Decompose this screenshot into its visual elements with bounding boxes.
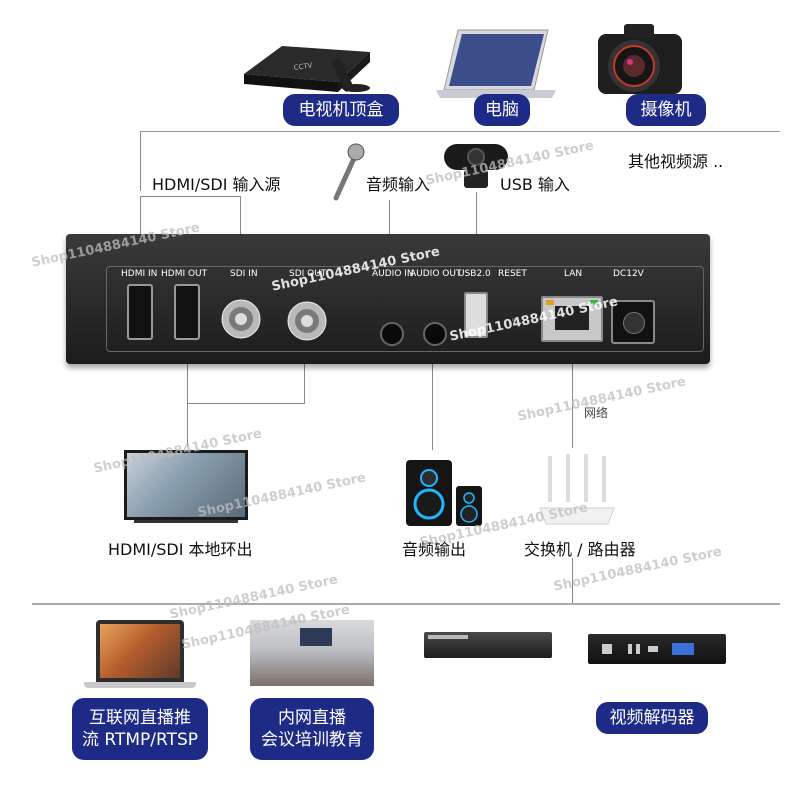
intranet-streaming-label: 内网直播 会议培训教育	[250, 698, 374, 760]
switch-router-label: 交换机 / 路由器	[524, 540, 636, 559]
microphone-icon	[333, 143, 365, 201]
port-label-audio-in: AUDIO IN	[372, 269, 414, 279]
connector-line	[304, 335, 305, 403]
port-label-reset: RESET	[498, 269, 527, 279]
connector-line	[572, 558, 573, 603]
audio-out-port	[423, 322, 447, 346]
bottom-separator	[32, 603, 780, 605]
connector-line	[140, 131, 141, 191]
other-sources-label: 其他视频源 ..	[628, 152, 724, 171]
connector-line	[572, 336, 573, 448]
port-label-sdi-in: SDI IN	[230, 269, 258, 279]
encoder-front-panel	[106, 266, 704, 352]
monitor-icon	[124, 450, 248, 520]
meeting-room-screen	[300, 628, 332, 646]
camera-label: 摄像机	[626, 94, 706, 126]
intranet-streaming-line1: 内网直播	[278, 708, 346, 728]
internet-streaming-line1: 互联网直播推	[89, 708, 191, 728]
hdmi-sdi-input-label: HDMI/SDI 输入源	[152, 175, 281, 194]
hdmi-in-port	[127, 284, 153, 340]
decoder-box-icon	[588, 634, 726, 664]
camera-icon	[598, 24, 682, 94]
port-label-dc12v: DC12V	[613, 269, 644, 279]
port-label-hdmi-in: HDMI IN	[121, 269, 158, 279]
port-label-sdi-out: SDI OUT	[289, 269, 327, 279]
stb-label: 电视机顶盒	[283, 94, 399, 126]
dc12v-port	[611, 300, 655, 344]
intranet-streaming-line2: 会议培训教育	[261, 730, 363, 750]
port-label-hdmi-out: HDMI OUT	[161, 269, 208, 279]
reset-button	[512, 318, 515, 321]
local-loop-label: HDMI/SDI 本地环出	[108, 540, 253, 559]
streaming-laptop-base	[84, 682, 196, 688]
svg-text:CCTV: CCTV	[293, 61, 313, 72]
port-label-audio-out: AUDIO OUT	[410, 269, 462, 279]
connector-line	[187, 335, 188, 447]
audio-output-label: 音频输出	[402, 540, 467, 559]
sdi-out-port	[287, 301, 327, 341]
internet-streaming-line2: 流 RTMP/RTSP	[81, 730, 198, 750]
audio-in-port	[380, 322, 404, 346]
monitor-stand	[134, 520, 238, 523]
streaming-laptop-icon	[96, 620, 184, 682]
usb-port	[464, 292, 488, 338]
usb-input-label: USB 输入	[500, 175, 570, 194]
top-separator	[140, 131, 780, 132]
router-icon	[539, 454, 615, 525]
nvr-box-icon	[424, 632, 552, 658]
tv-box-icon: CCTV	[244, 46, 370, 92]
webcam-icon	[444, 144, 508, 188]
internet-streaming-label: 互联网直播推 流 RTMP/RTSP	[72, 698, 208, 760]
port-label-usb: USB2.0	[458, 269, 491, 279]
connector-line	[187, 403, 305, 404]
pc-label: 电脑	[474, 94, 530, 126]
decoder-label: 视频解码器	[596, 702, 708, 734]
laptop-icon	[436, 29, 556, 98]
network-label: 网络	[584, 406, 609, 420]
port-label-lan: LAN	[564, 269, 583, 279]
connector-line	[432, 336, 433, 450]
hdmi-out-port	[174, 284, 200, 340]
lan-port	[541, 296, 603, 342]
sdi-in-port	[221, 299, 261, 339]
connector-line	[140, 196, 240, 197]
audio-input-label: 音频输入	[366, 175, 431, 194]
speaker-icon	[406, 460, 482, 526]
